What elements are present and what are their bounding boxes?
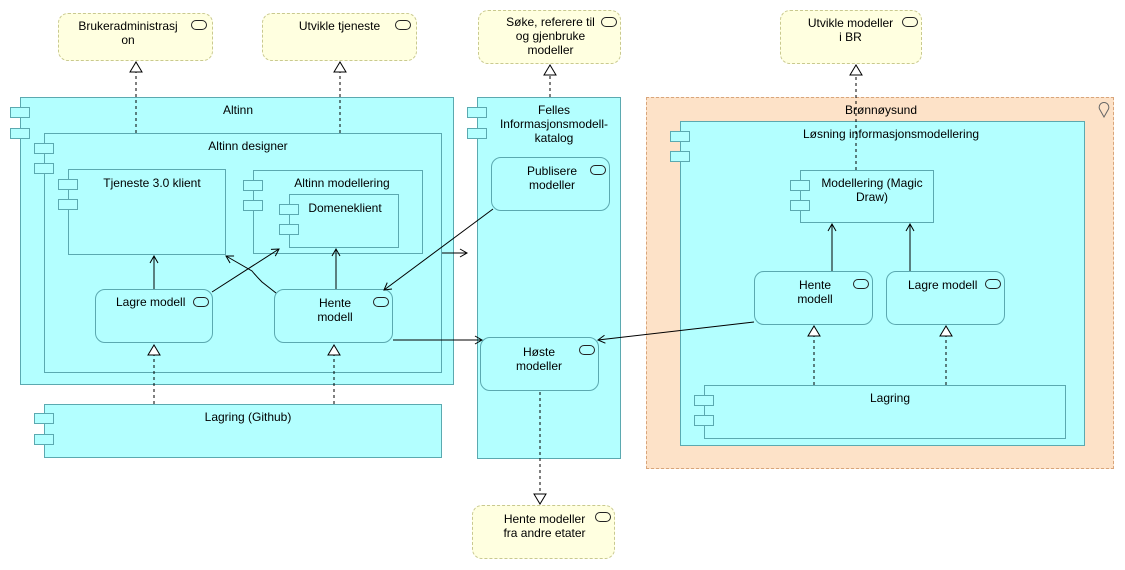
component-altinn-label: Altinn [222,103,254,117]
service-icon [191,20,207,30]
service-hente-modeller-andre[interactable]: Hente modeller fra andre etater [472,505,615,559]
function-publisere-modeller-label: Publisere modeller [526,164,578,192]
function-icon [373,297,389,307]
component-tab-icon [790,180,810,191]
service-hente-modeller-andre-label: Hente modeller fra andre etater [503,512,586,540]
component-modellering-magic-label: Modellering (Magic Draw) [821,176,923,204]
component-tab-icon [243,200,263,211]
service-brukeradministrasjon-label: Brukeradministrasj on [78,19,178,47]
function-hente-modell-altinn[interactable]: Hente modell [274,289,393,343]
component-tab-icon [10,128,30,139]
service-soke-referere-label: Søke, referere til og gjenbruke modeller [506,15,595,57]
service-icon [902,17,918,27]
component-tab-icon [34,163,54,174]
component-altinn-designer-label: Altinn designer [208,139,288,153]
component-felles-katalog-label: Felles Informasjonsmodell- katalog [499,103,609,145]
component-tab-icon [58,199,78,210]
service-utvikle-tjeneste[interactable]: Utvikle tjeneste [262,13,417,61]
component-altinn-modellering-label: Altinn modellering [294,176,390,190]
component-tjeneste-klient-label: Tjeneste 3.0 klient [103,176,201,190]
component-tab-icon [670,151,690,162]
component-tab-icon [694,395,714,406]
component-lagring-github-label: Lagring (Github) [204,410,292,424]
component-domeneklient-label: Domeneklient [308,201,382,215]
function-hente-modell-br-label: Hente modell [797,278,833,306]
component-felles-katalog[interactable]: Felles Informasjonsmodell- katalog [477,97,621,459]
component-lagring-br[interactable]: Lagring [704,385,1066,439]
component-tab-icon [790,200,810,211]
component-tab-icon [694,415,714,426]
function-hente-modell-altinn-label: Hente modell [317,296,353,324]
component-tab-icon [467,128,487,139]
service-utvikle-tjeneste-label: Utvikle tjeneste [298,19,381,33]
function-lagre-modell-altinn-label: Lagre modell [116,295,186,309]
function-icon [579,345,595,355]
component-tab-icon [279,204,299,215]
service-icon [395,20,411,30]
function-lagre-modell-altinn[interactable]: Lagre modell [95,289,213,343]
component-tab-icon [34,434,54,445]
component-tab-icon [34,413,54,424]
component-tab-icon [58,179,78,190]
function-icon [985,279,1001,289]
function-icon [590,165,606,175]
component-tab-icon [467,107,487,118]
function-publisere-modeller[interactable]: Publisere modeller [491,157,610,211]
component-tab-icon [279,224,299,235]
service-icon [601,17,617,27]
function-icon [853,279,869,289]
service-brukeradministrasjon[interactable]: Brukeradministrasj on [58,13,213,61]
service-utvikle-modeller-br[interactable]: Utvikle modeller i BR [780,10,922,64]
component-tjeneste-klient[interactable]: Tjeneste 3.0 klient [68,169,226,255]
component-lagring-github[interactable]: Lagring (Github) [44,404,442,458]
function-hoste-modeller-label: Høste modeller [515,345,563,373]
component-tab-icon [10,107,30,118]
component-tab-icon [34,143,54,154]
component-domeneklient[interactable]: Domeneklient [289,194,399,248]
function-lagre-modell-br-label: Lagre modell [908,278,978,292]
component-lagring-br-label: Lagring [869,391,911,405]
component-modellering-magic[interactable]: Modellering (Magic Draw) [800,170,934,223]
component-tab-icon [243,180,263,191]
function-icon [193,297,209,307]
function-hente-modell-br[interactable]: Hente modell [754,271,873,325]
service-icon [595,512,611,522]
service-soke-referere[interactable]: Søke, referere til og gjenbruke modeller [478,10,621,64]
function-hoste-modeller[interactable]: Høste modeller [480,337,599,391]
location-icon [1098,102,1110,118]
component-tab-icon [670,131,690,142]
service-utvikle-modeller-br-label: Utvikle modeller i BR [807,16,894,44]
region-bronnoysund-label: Brønnøysund [844,103,918,117]
function-lagre-modell-br[interactable]: Lagre modell [886,271,1005,325]
component-losning-info-label: Løsning informasjonsmodellering [802,127,980,141]
